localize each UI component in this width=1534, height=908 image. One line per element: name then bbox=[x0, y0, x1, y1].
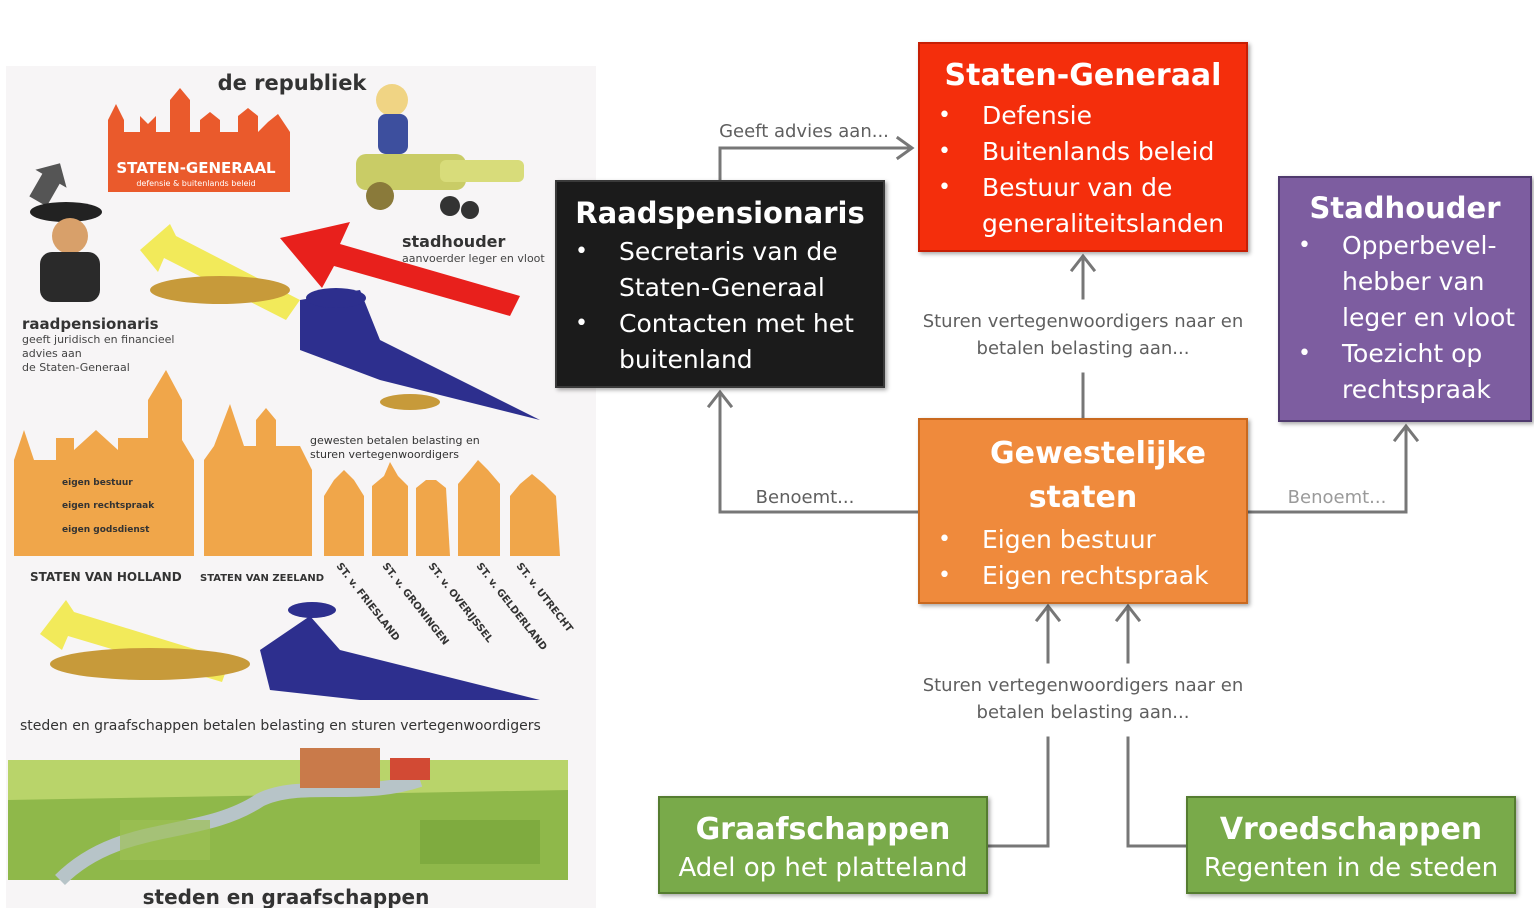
label-sturen-bottom-line2: betalen belasting aan... bbox=[976, 702, 1190, 723]
up-arrow-icon bbox=[29, 163, 67, 207]
holland-item-2: eigen rechtspraak bbox=[62, 501, 155, 511]
arrowhead-graafschappen bbox=[1034, 603, 1062, 623]
red-arrow-icon bbox=[280, 222, 520, 316]
staten-van-holland-castle bbox=[14, 370, 194, 556]
connector-benoemt-right bbox=[1246, 426, 1408, 514]
blue-hat-lower bbox=[288, 602, 336, 618]
stadhouder-title: Stadhouder bbox=[1309, 191, 1501, 225]
gewestelijke-staten-item: Eigen bestuur bbox=[938, 522, 1246, 558]
gewestelijke-staten-item: Eigen rechtspraak bbox=[938, 558, 1246, 594]
holland-item-1: eigen bestuur bbox=[62, 478, 133, 488]
arrowhead-advice bbox=[895, 135, 915, 161]
raadspensionaris-item: Secretaris van de Staten-Generaal bbox=[575, 234, 883, 306]
gewesten-caption-2: sturen vertegenwoordigers bbox=[310, 448, 459, 461]
graafschappen-subtitle: Adel op het platteland bbox=[678, 853, 968, 883]
stadhouder-box: Stadhouder Opperbevel-hebber van leger e… bbox=[1278, 176, 1532, 422]
label-benoemt-left: Benoemt... bbox=[755, 487, 855, 508]
blue-figure-lower bbox=[260, 616, 540, 700]
arrowhead-vroedschappen bbox=[1114, 603, 1142, 623]
republiek-illustration: de republiek STATEN-GENERAAL defensie & … bbox=[6, 66, 596, 908]
stadhouder-sub: aanvoerder leger en vloot bbox=[402, 252, 545, 265]
stadhouder-figure bbox=[356, 84, 524, 219]
raadpensionaris-sub-3: de Staten-Generaal bbox=[22, 361, 130, 374]
staten-generaal-item: Bestuur van de generaliteitslanden bbox=[938, 170, 1246, 242]
blue-figure bbox=[300, 290, 540, 420]
illustration-title: de republiek bbox=[218, 71, 368, 95]
raadpensionaris-sub-1: geeft juridisch en financieel bbox=[22, 333, 174, 346]
gewesten-caption-1: gewesten betalen belasting en bbox=[310, 434, 480, 447]
coins-pile bbox=[380, 394, 440, 410]
vroedschappen-box: Vroedschappen Regenten in de steden bbox=[1186, 796, 1516, 894]
label-benoemt-right: Benoemt... bbox=[1287, 487, 1387, 508]
raadspensionaris-box: Raadspensionaris Secretaris van de State… bbox=[555, 180, 885, 388]
stadhouder-label: stadhouder bbox=[402, 232, 506, 251]
staten-generaal-item: Buitenlands beleid bbox=[938, 134, 1246, 170]
connector-benoemt-left bbox=[718, 392, 920, 514]
staten-generaal-castle bbox=[108, 88, 290, 192]
connector-advice bbox=[718, 146, 912, 182]
vroedschappen-subtitle: Regenten in de steden bbox=[1203, 853, 1499, 883]
arrowhead-gewest-sg bbox=[1069, 253, 1097, 273]
blue-hat bbox=[306, 288, 366, 308]
staten-generaal-sign-sub: defensie & buitenlands beleid bbox=[136, 179, 255, 188]
staten-generaal-sign: STATEN-GENERAAL bbox=[116, 159, 276, 177]
staten-generaal-item: Defensie bbox=[938, 98, 1246, 134]
label-sturen-bottom: Sturen vertegenwoordigers naar en betale… bbox=[898, 672, 1268, 726]
holland-item-3: eigen godsdienst bbox=[62, 525, 150, 535]
staten-generaal-title: Staten-Generaal bbox=[944, 58, 1222, 93]
bottom-caption: steden en graafschappen bbox=[143, 885, 430, 908]
raadspensionaris-title: Raadspensionaris bbox=[575, 196, 865, 230]
stadhouder-item: Toezicht op rechtspraak bbox=[1298, 336, 1516, 408]
raadpensionaris-label: raadpensionaris bbox=[22, 315, 159, 333]
stadhouder-item: Opperbevel-hebber van leger en vloot bbox=[1298, 228, 1516, 336]
landscape bbox=[8, 748, 568, 886]
vroedschappen-title: Vroedschappen bbox=[1219, 812, 1483, 847]
label-sturen-top-line1: Sturen vertegenwoordigers naar en bbox=[922, 311, 1244, 332]
label-geeft-advies: Geeft advies aan... bbox=[719, 121, 889, 142]
steden-caption: steden en graafschappen betalen belastin… bbox=[20, 718, 541, 734]
arrowhead-benoemt-left bbox=[706, 389, 734, 409]
coins-pile bbox=[150, 276, 290, 304]
connector-vroedschappen-lower bbox=[1126, 736, 1188, 848]
arrowhead-benoemt-right bbox=[1392, 423, 1420, 443]
gewestelijke-staten-box: Gewestelijke staten Eigen bestuur Eigen … bbox=[918, 418, 1248, 604]
graafschappen-box: Graafschappen Adel op het platteland bbox=[658, 796, 988, 894]
staten-van-zeeland-label: STATEN VAN ZEELAND bbox=[200, 573, 324, 584]
raadpensionaris-figure bbox=[30, 202, 102, 302]
label-sturen-top-line2: betalen belasting aan... bbox=[976, 338, 1190, 359]
province-castles bbox=[324, 460, 560, 556]
raadpensionaris-sub-2: advies aan bbox=[22, 347, 82, 360]
connector-graafschappen-lower bbox=[986, 736, 1050, 848]
gewestelijke-staten-title: Gewestelijke staten bbox=[990, 436, 1206, 515]
staten-generaal-box: Staten-Generaal Defensie Buitenlands bel… bbox=[918, 42, 1248, 252]
coins-pile-lower bbox=[50, 648, 250, 680]
graafschappen-title: Graafschappen bbox=[695, 812, 951, 847]
raadspensionaris-item: Contacten met het buitenland bbox=[575, 306, 883, 378]
staten-van-holland-label: STATEN VAN HOLLAND bbox=[30, 570, 182, 584]
label-sturen-top: Sturen vertegenwoordigers naar en betale… bbox=[898, 308, 1268, 362]
label-sturen-bottom-line1: Sturen vertegenwoordigers naar en bbox=[922, 675, 1244, 696]
staten-van-zeeland-castle bbox=[204, 404, 312, 556]
